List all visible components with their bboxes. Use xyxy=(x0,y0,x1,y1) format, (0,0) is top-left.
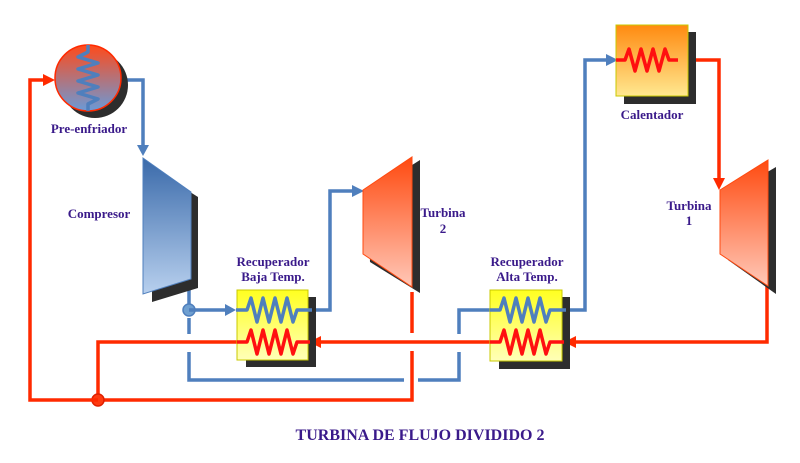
ht-recuperator-hot-coil-icon xyxy=(490,328,564,356)
pipe-bypass-loop-right xyxy=(418,352,461,382)
pipe-ht-recuperator-to-heater xyxy=(566,58,609,312)
pipe-bypass-loop xyxy=(187,352,404,382)
arrow-lt-recuperator-inlet-icon xyxy=(225,304,236,316)
pipe-lt-recuperator-to-turbine2 xyxy=(312,189,355,312)
turbine1-label-line2: 1 xyxy=(686,213,693,228)
turbine2-label-line1: Turbina xyxy=(420,205,466,220)
ht-recuperator-label-line2: Alta Temp. xyxy=(496,269,557,284)
lt-recuperator[interactable] xyxy=(236,289,316,367)
ht-recuperator[interactable] xyxy=(489,289,570,369)
arrow-heater-inlet-icon xyxy=(606,54,618,66)
heater-coil-icon xyxy=(616,47,678,73)
precooler-coil-icon xyxy=(76,45,100,111)
turbine2-label-line2: 2 xyxy=(440,221,447,236)
pipe-bypass-to-ht-recuperator xyxy=(457,308,497,334)
pipe-turbine1-to-ht-recuperator xyxy=(572,283,769,344)
compressor[interactable] xyxy=(142,157,198,302)
pipe-mixer-to-precooler xyxy=(28,78,98,402)
lt-recuperator-hot-coil-icon xyxy=(237,328,310,356)
ht-recuperator-label-line1: Recuperador xyxy=(491,254,564,269)
ht-recuperator-cold-coil-icon xyxy=(490,296,566,324)
heater-label: Calentador xyxy=(621,107,684,122)
arrow-turbine2-inlet-icon xyxy=(352,185,364,197)
arrow-compressor-inlet-icon xyxy=(137,145,149,156)
pipe-turbine2-to-mixer xyxy=(98,351,414,402)
compressor-label: Compresor xyxy=(68,206,131,221)
lt-recuperator-label-line1: Recuperador xyxy=(237,254,310,269)
lt-recuperator-cold-coil-icon xyxy=(236,296,312,324)
diagram-title: TURBINA DE FLUJO DIVIDIDO 2 xyxy=(296,427,545,444)
heater[interactable] xyxy=(615,24,696,104)
precooler[interactable] xyxy=(54,44,128,118)
arrow-precooler-inlet-icon xyxy=(43,74,55,86)
precooler-label: Pre-enfriador xyxy=(51,121,128,136)
turbine1[interactable] xyxy=(719,159,776,294)
turbine2[interactable] xyxy=(362,156,420,293)
turbine1-label-line1: Turbina xyxy=(666,198,712,213)
lt-recuperator-label-line2: Baja Temp. xyxy=(241,269,305,284)
pipe-precooler-to-compressor xyxy=(122,78,145,148)
arrow-turbine1-inlet-icon xyxy=(713,178,725,190)
pipe-lt-recuperator-hot-outlet xyxy=(96,340,238,400)
